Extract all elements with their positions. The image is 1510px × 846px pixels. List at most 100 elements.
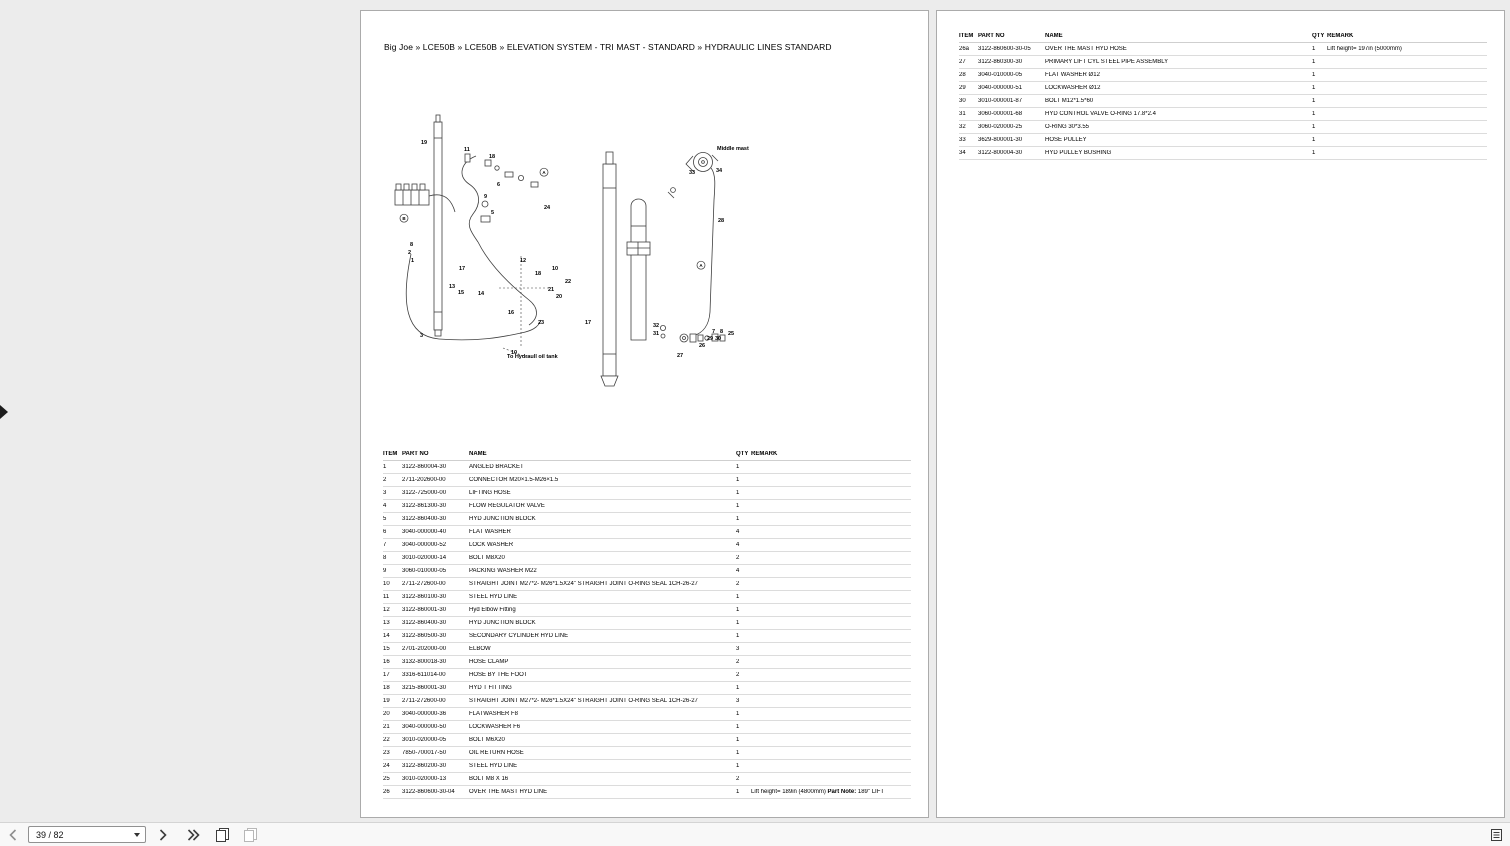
svg-text:17: 17 — [459, 266, 465, 272]
svg-text:29: 29 — [707, 336, 713, 342]
svg-text:30: 30 — [715, 336, 721, 342]
svg-text:17: 17 — [585, 320, 591, 326]
chevron-double-right-icon — [187, 828, 200, 841]
svg-text:3: 3 — [420, 333, 423, 339]
svg-text:31: 31 — [653, 331, 659, 337]
part-cell: 2711-272600-00 — [402, 581, 446, 587]
part-cell: O-RING 30*3.55 — [1045, 124, 1090, 130]
part-cell: 3122-800004-30 — [978, 150, 1023, 156]
part-cell: LOCKWASHER Ø12 — [1045, 85, 1101, 91]
prev-page-button[interactable] — [4, 826, 22, 844]
part-cell: 1 — [736, 763, 740, 769]
part-cell: 26a — [959, 46, 970, 52]
part-cell: 1 — [736, 789, 740, 795]
part-cell: 4 — [736, 542, 740, 548]
part-cell: OIL RETURN HOSE — [469, 750, 524, 756]
chevron-left-icon — [9, 828, 17, 841]
last-page-button[interactable] — [184, 826, 202, 844]
page-number-combobox[interactable]: 39 / 82 — [28, 826, 146, 843]
part-cell: 1 — [736, 685, 740, 691]
part-cell: 5 — [383, 516, 387, 522]
svg-text:28: 28 — [718, 218, 724, 224]
svg-text:25: 25 — [728, 331, 734, 337]
svg-text:32: 32 — [653, 323, 659, 329]
part-cell: 13 — [383, 620, 390, 626]
svg-text:23: 23 — [538, 320, 544, 326]
part-cell: 11 — [383, 594, 390, 600]
part-cell: 3122-860001-30 — [402, 607, 447, 613]
part-cell: FLAT WASHER Ø12 — [1045, 72, 1100, 78]
svg-text:20: 20 — [556, 294, 562, 300]
part-cell: 3122-860100-30 — [402, 594, 447, 600]
part-cell: 24 — [383, 763, 390, 769]
svg-text:To Hydraull oil tank: To Hydraull oil tank — [507, 354, 559, 360]
part-cell: 1 — [1312, 111, 1316, 117]
svg-text:6: 6 — [497, 182, 500, 188]
page-spread-view-button[interactable] — [214, 826, 232, 844]
part-cell: BOLT M12*1.5*60 — [1045, 98, 1094, 104]
canvas-left-arrow-icon[interactable] — [0, 405, 8, 419]
part-cell: 27 — [959, 59, 966, 65]
document-page-left: Big Joe » LCE50B » LCE50B » ELEVATION SY… — [360, 10, 929, 818]
column-header: QTY — [1312, 33, 1325, 39]
part-cell: 1 — [736, 516, 740, 522]
outline-panel-toggle-button[interactable] — [1487, 826, 1505, 844]
part-cell: 3010-020000-14 — [402, 555, 447, 561]
column-header: PART NO — [402, 451, 429, 457]
part-cell: 3060-000001-68 — [978, 111, 1023, 117]
part-cell: 2 — [736, 659, 740, 665]
part-cell: HYD CONTROL VALVE O-RING 17.8*2.4 — [1045, 111, 1156, 117]
part-cell: 3040-000000-50 — [402, 724, 447, 730]
svg-text:15: 15 — [458, 290, 464, 296]
part-cell: 23 — [383, 750, 390, 756]
part-cell: 2711-202600-00 — [402, 477, 446, 483]
part-cell: BOLT M8 X 16 — [469, 776, 509, 782]
column-header: QTY — [736, 451, 749, 457]
svg-text:12: 12 — [520, 258, 526, 264]
part-cell: 3215-860001-30 — [402, 685, 447, 691]
part-cell: 31 — [959, 111, 966, 117]
svg-text:A: A — [699, 263, 703, 268]
part-cell: STEEL HYD LINE — [469, 763, 518, 769]
page-indicator: 39 / 82 — [36, 829, 64, 840]
part-cell: 1 — [736, 620, 740, 626]
svg-text:10: 10 — [511, 350, 517, 356]
part-cell: 1 — [1312, 85, 1316, 91]
part-cell: 19 — [383, 698, 390, 704]
part-cell: 1 — [736, 490, 740, 496]
page-spread-alt-view-button[interactable] — [242, 826, 260, 844]
part-cell: 3122-860200-30 — [402, 763, 447, 769]
part-cell: 3040-000000-36 — [402, 711, 447, 717]
part-cell: 17 — [383, 672, 390, 678]
part-cell: 3122-860300-30 — [978, 59, 1023, 65]
next-page-button[interactable] — [154, 826, 172, 844]
breadcrumb: Big Joe » LCE50B » LCE50B » ELEVATION SY… — [384, 42, 832, 52]
part-cell: 25 — [383, 776, 390, 782]
part-cell: 7 — [383, 542, 387, 548]
svg-text:1: 1 — [411, 258, 414, 264]
part-cell: 12 — [383, 607, 390, 613]
caret-down-icon — [134, 832, 140, 837]
chevron-right-icon — [159, 828, 167, 841]
part-cell: 1 — [1312, 150, 1316, 156]
part-cell: 3122-725000-00 — [402, 490, 447, 496]
part-cell: 2701-202000-00 — [402, 646, 447, 652]
svg-text:18: 18 — [489, 154, 495, 160]
part-cell: 3122-860600-30-04 — [402, 789, 455, 795]
part-cell: 3040-000000-40 — [402, 529, 447, 535]
part-cell: 3122-860400-30 — [402, 620, 447, 626]
part-cell: HOSE PULLEY — [1045, 137, 1087, 143]
part-cell: 3 — [736, 698, 740, 704]
